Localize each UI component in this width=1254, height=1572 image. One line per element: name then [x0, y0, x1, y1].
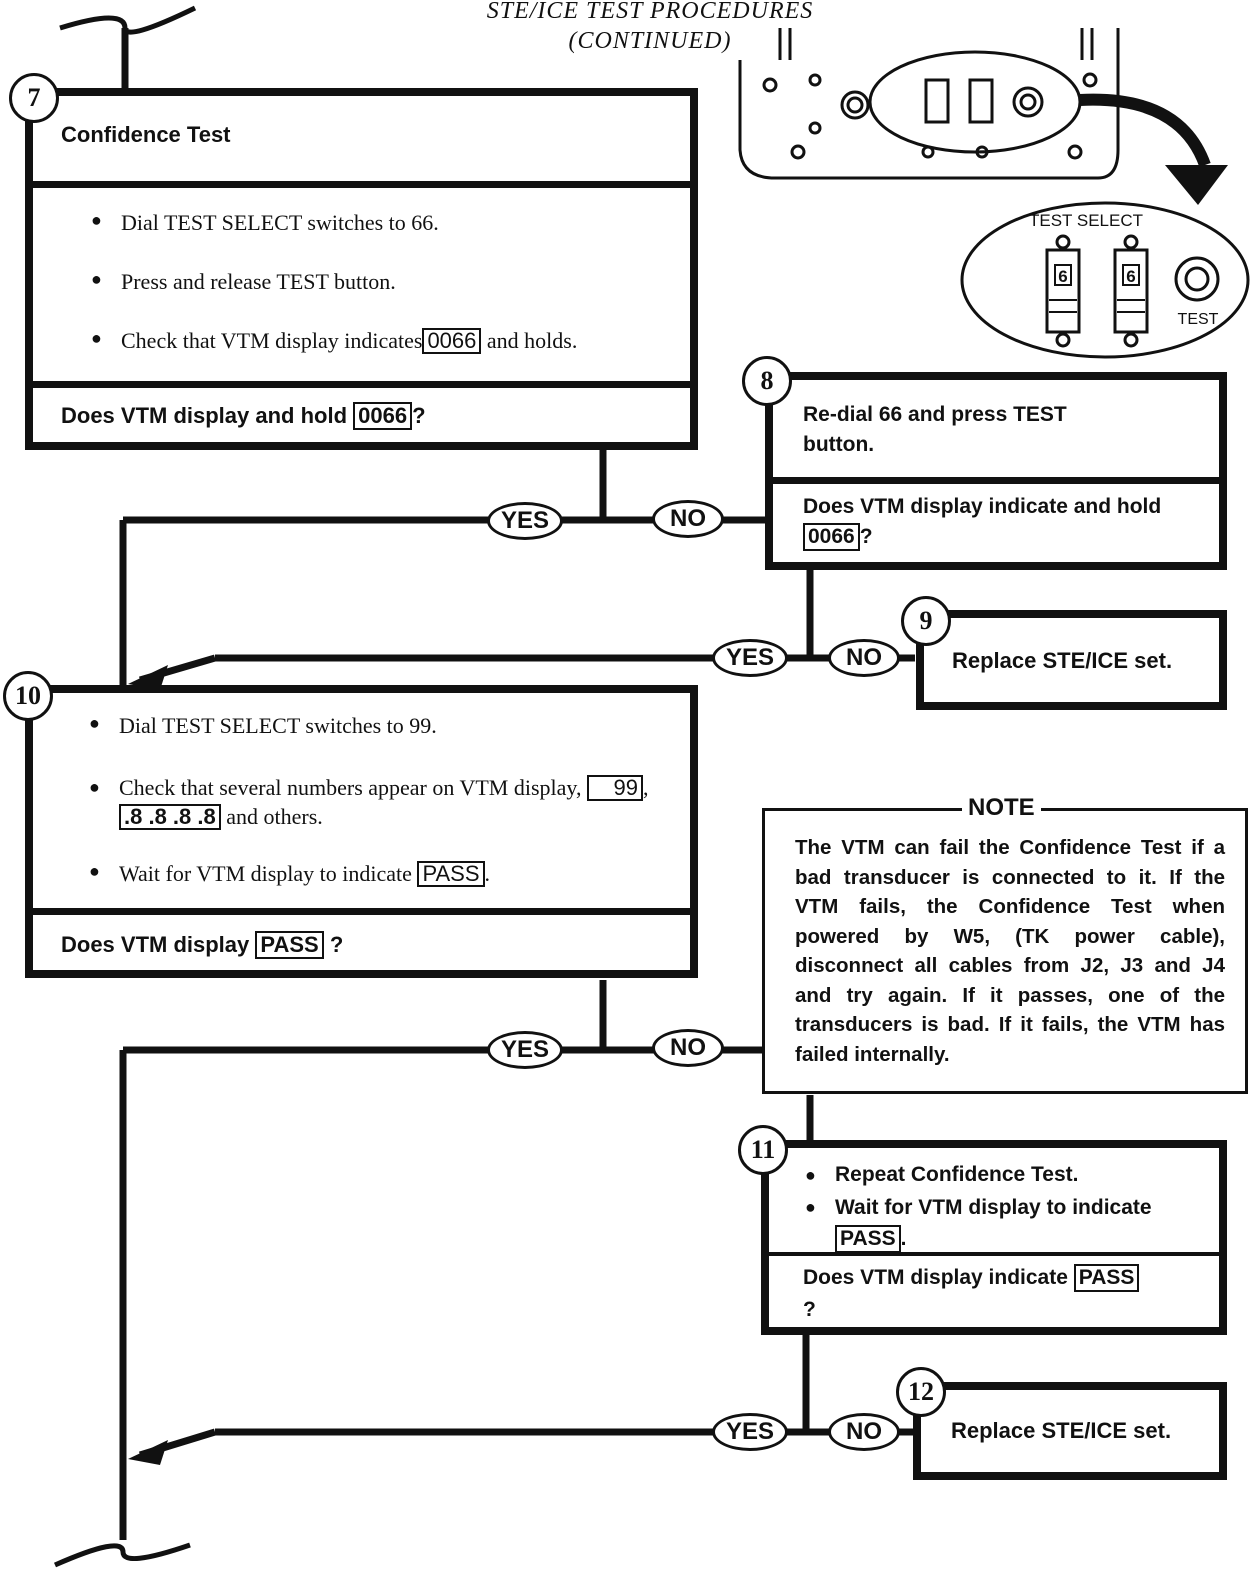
- step-9-number: 9: [901, 596, 951, 646]
- step-7-bullet-3-tail: and holds.: [486, 328, 578, 353]
- step-7-number: 7: [9, 73, 59, 123]
- step-10-box: Dial TEST SELECT switches to 99. Check t…: [25, 685, 698, 978]
- step-11-bullet-2: Wait for VTM display to indicate PASS.: [805, 1192, 1165, 1254]
- step-10-bullet-2-tail: and others.: [226, 804, 323, 829]
- step-8-box: Re-dial 66 and press TEST button. Does V…: [765, 372, 1227, 570]
- vtm-display-value: 0066: [353, 402, 413, 430]
- question-mark: ?: [412, 403, 426, 428]
- period: .: [484, 861, 491, 886]
- step-7-title-section: Confidence Test: [33, 96, 690, 188]
- yes-label: YES: [487, 1031, 563, 1069]
- step-9-action: Replace STE/ICE set.: [952, 648, 1173, 673]
- step-10-bullet-2: Check that several numbers appear on VTM…: [89, 773, 679, 831]
- vtm-display-value: 0066: [803, 523, 860, 551]
- illus-test-button-label: TEST: [1178, 311, 1219, 328]
- arrowhead: [128, 1440, 168, 1465]
- step-12-box: Replace STE/ICE set.: [913, 1382, 1227, 1480]
- vtm-display-value: PASS: [835, 1225, 901, 1253]
- step-7-body: Dial TEST SELECT switches to 66. Press a…: [33, 188, 690, 388]
- header-line-2: (CONTINUED): [568, 28, 732, 54]
- illus-switch-2: 6: [1126, 267, 1135, 286]
- step-8-question-text: Does VTM display indicate and hold: [803, 495, 1162, 518]
- yes-label: YES: [712, 1413, 788, 1451]
- period: .: [900, 1227, 907, 1250]
- step-12-number: 12: [896, 1367, 946, 1417]
- step-9-box: Replace STE/ICE set.: [916, 610, 1227, 710]
- note-box: The VTM can fail the Confidence Test if …: [762, 808, 1248, 1094]
- separator: ,: [642, 775, 649, 800]
- no-label: NO: [828, 1413, 900, 1451]
- step-11-question: Does VTM display indicate PASS ?: [803, 1262, 1143, 1326]
- no-label: NO: [652, 1029, 724, 1067]
- illus-test-select-label: TEST SELECT: [1029, 211, 1143, 230]
- step-10-bullet-3-text: Wait for VTM display to indicate: [119, 861, 412, 886]
- step-7-question-text: Does VTM display and hold: [61, 403, 348, 428]
- step-10-number: 10: [3, 671, 53, 721]
- header-line-1: STE/ICE TEST PROCEDURES: [486, 0, 814, 24]
- step-7-question: Does VTM display and hold 0066?: [61, 402, 426, 430]
- step-10-body: Dial TEST SELECT switches to 99. Check t…: [33, 693, 690, 915]
- step-11-bullet-2-text: Wait for VTM display to indicate: [835, 1196, 1152, 1219]
- step-8-question: Does VTM display indicate and hold 0066?: [803, 492, 1203, 552]
- vtm-display-value: 0066: [422, 328, 482, 354]
- step-8-action-section: Re-dial 66 and press TEST button.: [773, 380, 1219, 484]
- vtm-display-value: .8 .8 .8 .8: [119, 804, 221, 830]
- yes-label: YES: [712, 639, 788, 677]
- no-label: NO: [652, 500, 724, 538]
- step-7-bullet-1: Dial TEST SELECT switches to 66.: [91, 210, 439, 236]
- step-11-number: 11: [738, 1125, 788, 1175]
- step-10-bullet-2-text: Check that several numbers appear on VTM…: [119, 775, 582, 800]
- step-11-body: Repeat Confidence Test. Wait for VTM dis…: [769, 1148, 1219, 1256]
- step-11-question-text: Does VTM display indicate: [803, 1266, 1068, 1289]
- step-10-question: Does VTM display PASS ?: [61, 931, 343, 959]
- step-7-box: Confidence Test Dial TEST SELECT switche…: [25, 88, 698, 450]
- step-11-box: Repeat Confidence Test. Wait for VTM dis…: [761, 1140, 1227, 1335]
- step-12-action: Replace STE/ICE set.: [951, 1418, 1172, 1443]
- yes-label: YES: [487, 502, 563, 540]
- illus-switch-1: 6: [1058, 267, 1067, 286]
- vtm-display-value: PASS: [1073, 1264, 1140, 1292]
- step-7-bullet-2: Press and release TEST button.: [91, 269, 396, 295]
- arrowhead: [128, 665, 168, 690]
- step-10-question-text: Does VTM display: [61, 932, 250, 957]
- question-mark: ?: [329, 932, 344, 957]
- page-header: STE/ICE TEST PROCEDURES (CONTINUED): [400, 0, 900, 56]
- step-7-title: Confidence Test: [61, 122, 231, 147]
- question-mark: ?: [803, 1298, 816, 1321]
- vtm-display-value: 99: [586, 775, 643, 801]
- note-label: NOTE: [962, 794, 1041, 822]
- step-7-bullet-3-text: Check that VTM display indicates: [121, 328, 423, 353]
- step-10-bullet-1: Dial TEST SELECT switches to 99.: [89, 713, 437, 739]
- vtm-display-value: PASS: [417, 861, 485, 887]
- vtm-display-value: PASS: [255, 931, 324, 959]
- step-8-action: Re-dial 66 and press TEST button.: [803, 403, 1067, 456]
- step-10-bullet-3: Wait for VTM display to indicate PASS.: [89, 861, 491, 887]
- step-11-bullet-1: Repeat Confidence Test.: [805, 1160, 1078, 1190]
- step-8-number: 8: [742, 356, 792, 406]
- no-label: NO: [828, 639, 900, 677]
- question-mark: ?: [859, 525, 873, 548]
- note-text: The VTM can fail the Confidence Test if …: [795, 836, 1225, 1066]
